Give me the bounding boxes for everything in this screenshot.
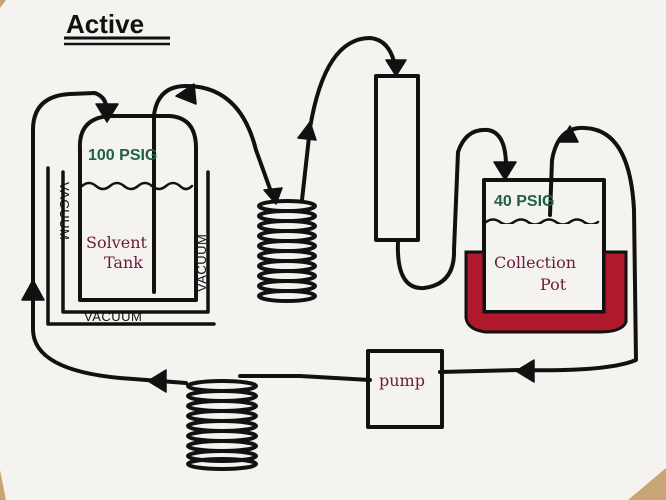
flow-line-return-left bbox=[31, 91, 188, 385]
collection-pot-label-line2: Pot bbox=[540, 275, 567, 294]
flow-arrow-tank-outlet bbox=[175, 83, 197, 105]
collection-pot-liquid-gap bbox=[486, 224, 602, 310]
flow-arrow-coil-in bbox=[263, 187, 283, 205]
flow-arrow-to-pump bbox=[515, 359, 535, 383]
bottom-coil bbox=[186, 379, 258, 471]
flow-arrow-coil-out bbox=[297, 121, 317, 141]
material-column bbox=[374, 74, 420, 242]
top-coil bbox=[257, 199, 317, 303]
solvent-tank bbox=[77, 114, 198, 302]
solvent-tank-pressure: 100 PSIG bbox=[88, 147, 157, 164]
vacuum-label-right: VACUUM bbox=[194, 234, 209, 292]
flow-arrow-to-bottom-coil bbox=[147, 369, 167, 393]
vacuum-jacket-outer bbox=[46, 166, 216, 326]
vacuum-jacket bbox=[61, 170, 210, 314]
liquid-surface-wave-tank bbox=[80, 181, 194, 191]
flow-arrow-pot-in bbox=[493, 161, 517, 181]
flow-line-coil-to-column bbox=[300, 36, 398, 202]
collection-pot-pressure: 40 PSIG bbox=[494, 193, 554, 210]
flow-line-pump-to-coil bbox=[238, 374, 372, 382]
vacuum-label-bottom: VACUUM bbox=[84, 309, 142, 324]
flow-arrow-pot-out bbox=[559, 125, 579, 143]
diagram-title: Active bbox=[66, 9, 144, 39]
pump-label: pump bbox=[379, 371, 425, 390]
solvent-tank-label-line1: Solvent bbox=[86, 233, 148, 252]
flow-arrow-column-in bbox=[385, 59, 407, 77]
flow-arrow-tank-inlet bbox=[95, 103, 119, 123]
pump-box bbox=[366, 349, 444, 429]
solvent-tank-label-line2: Tank bbox=[104, 253, 143, 272]
heater-jacket bbox=[464, 250, 628, 334]
vacuum-label-left: VACUUM bbox=[57, 182, 72, 240]
flow-line-column-to-pot bbox=[395, 127, 508, 291]
flow-arrow-left-up bbox=[21, 279, 45, 301]
collection-pot-label-line1: Collection bbox=[494, 253, 576, 272]
